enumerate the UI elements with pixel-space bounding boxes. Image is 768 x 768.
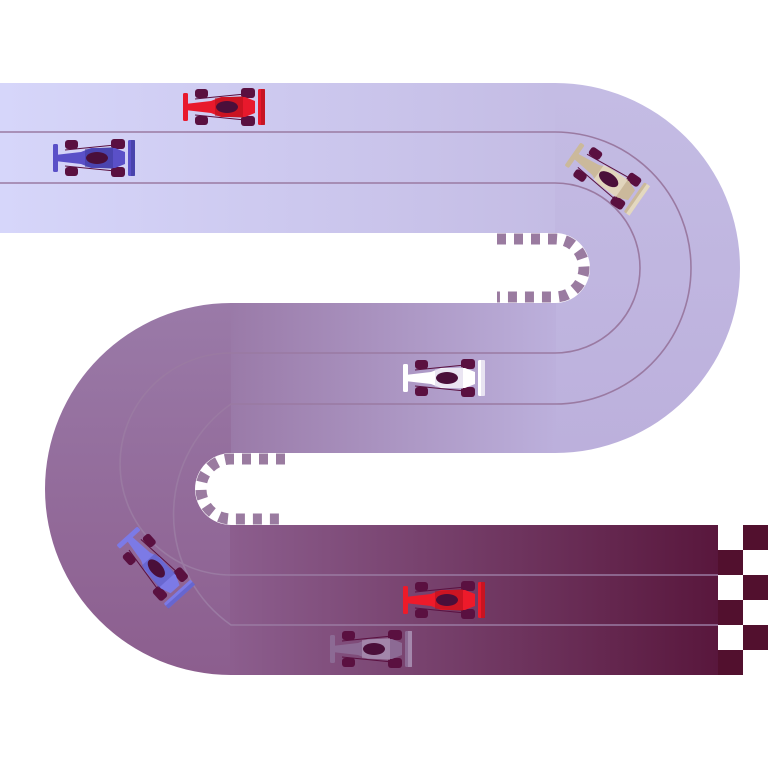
lane-lines: [0, 131, 718, 626]
wheel: [152, 586, 168, 601]
track-left-curve: [45, 303, 231, 675]
wheel: [388, 658, 402, 668]
wheel: [241, 88, 255, 98]
wheel: [461, 609, 475, 619]
cockpit-driver: [436, 372, 458, 384]
checker-square: [743, 650, 768, 675]
cars: [53, 88, 651, 668]
wheel: [461, 581, 475, 591]
wheel: [415, 387, 428, 396]
wheel: [415, 360, 428, 369]
checker-square: [718, 525, 743, 550]
cockpit-driver: [598, 171, 619, 188]
finish-line-checkered-flag: [718, 525, 768, 675]
wheel: [142, 533, 156, 548]
blue-car-top: [53, 139, 135, 177]
white-car-middle: [403, 359, 485, 397]
wheel: [241, 116, 255, 126]
wheel: [65, 140, 78, 149]
wheel: [342, 658, 355, 667]
lane-line-outer: [0, 131, 718, 626]
cockpit-driver: [86, 152, 108, 164]
wheel: [65, 167, 78, 176]
checker-square: [743, 625, 768, 650]
wheel: [461, 359, 475, 369]
wheel: [415, 609, 428, 618]
wheel: [342, 631, 355, 640]
checker-square: [743, 575, 768, 600]
wheel: [122, 551, 136, 566]
cockpit-driver: [216, 101, 238, 113]
checker-square: [718, 650, 743, 675]
red-car-top: [183, 88, 265, 126]
checker-square: [718, 550, 743, 575]
beige-car-curve: [565, 143, 651, 216]
checker-square: [718, 625, 743, 650]
track-bottom-straight: [230, 525, 745, 675]
wheel: [111, 139, 125, 149]
checker-square: [743, 600, 768, 625]
lane-line-inner: [0, 182, 718, 576]
cockpit-driver: [147, 559, 165, 578]
kerb-left: [195, 453, 285, 525]
wheel: [461, 387, 475, 397]
wheel: [173, 567, 188, 583]
mauve-car-bottom: [330, 630, 412, 668]
checker-square: [743, 550, 768, 575]
wheel: [195, 89, 208, 98]
track-middle-straight: [230, 303, 556, 453]
wheel: [415, 582, 428, 591]
kerb-right: [497, 233, 590, 303]
wheel: [388, 630, 402, 640]
wheel: [195, 116, 208, 125]
checker-square: [743, 525, 768, 550]
wheel: [111, 167, 125, 177]
cockpit-driver: [436, 594, 458, 606]
track: [0, 83, 768, 675]
checker-square: [718, 600, 743, 625]
red-car-bottom: [403, 581, 485, 619]
checker-square: [718, 575, 743, 600]
periwinkle-car-curve: [117, 527, 196, 609]
cockpit-driver: [363, 643, 385, 655]
